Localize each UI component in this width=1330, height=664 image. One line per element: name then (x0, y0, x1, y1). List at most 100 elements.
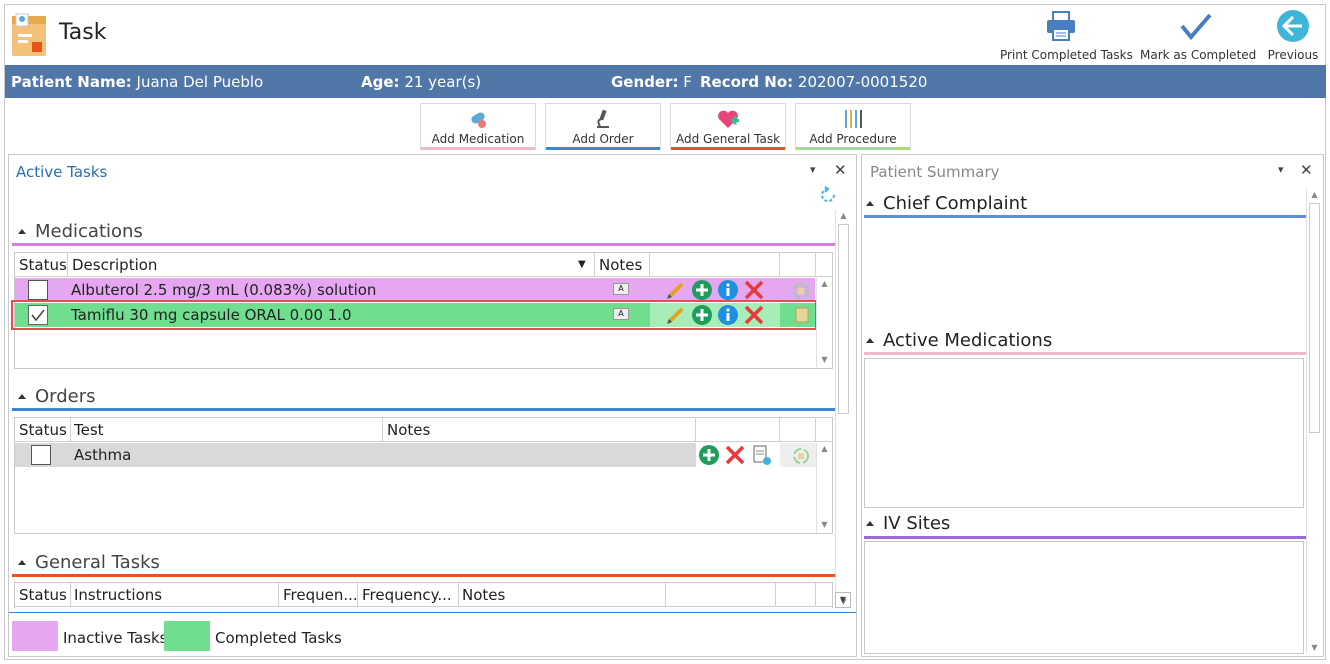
orders-title: Orders (35, 386, 96, 407)
table-row[interactable]: Tamiflu 30 mg capsule ORAL 0.00 1.0 A (15, 303, 815, 327)
edit-pencil-icon[interactable] (665, 304, 687, 330)
col-status[interactable]: Status (19, 586, 67, 604)
medications-header-row: Status Description ▼ Notes (15, 253, 832, 277)
scroll-up-icon[interactable]: ▲ (821, 444, 828, 453)
close-icon[interactable]: ✕ (834, 161, 847, 179)
iv-sites-box (864, 541, 1304, 654)
add-medication-label: Add Medication (431, 132, 525, 146)
status-doc-icon[interactable] (795, 307, 809, 327)
scroll-down-icon[interactable]: ▼ (840, 597, 847, 606)
add-medication-button[interactable]: Add Medication (420, 103, 536, 150)
document-add-icon[interactable] (752, 444, 772, 470)
delete-x-icon[interactable] (743, 279, 765, 305)
delete-x-icon[interactable] (743, 304, 765, 330)
active-tasks-scrollbar[interactable]: ▲ ▼ (835, 210, 851, 608)
add-general-task-button[interactable]: Add General Task (670, 103, 786, 150)
status-checkbox[interactable] (28, 305, 48, 325)
gender-value: F (683, 73, 692, 91)
chief-complaint-header[interactable]: Chief Complaint (862, 193, 1027, 214)
medications-grid: Status Description ▼ Notes Albuterol 2.5… (11, 252, 833, 369)
patient-summary-scrollbar[interactable]: ▲ ▼ (1306, 189, 1322, 654)
pin-icon[interactable]: ▾ (810, 163, 816, 176)
col-description[interactable]: Description (72, 256, 158, 274)
scroll-down-icon[interactable]: ▼ (821, 520, 828, 529)
collapse-icon[interactable] (866, 338, 874, 343)
inactive-legend-swatch (12, 621, 58, 651)
col-instructions[interactable]: Instructions (74, 586, 163, 604)
iv-sites-title: IV Sites (883, 513, 951, 534)
general-tasks-section-header[interactable]: General Tasks (14, 552, 160, 573)
orders-underline (12, 408, 835, 411)
medication-description: Tamiflu 30 mg capsule ORAL 0.00 1.0 (71, 306, 352, 324)
selected-row-highlight (11, 300, 817, 330)
patient-name-value: Juana Del Pueblo (136, 73, 264, 91)
mark-as-completed-button[interactable]: Mark as Completed (1140, 8, 1256, 62)
col-notes[interactable]: Notes (462, 586, 506, 604)
close-icon[interactable]: ✕ (1300, 161, 1313, 179)
col-status[interactable]: Status (19, 256, 67, 274)
iv-sites-header[interactable]: IV Sites (862, 513, 950, 534)
gender-label: Gender: (611, 73, 679, 91)
collapse-icon[interactable] (18, 394, 26, 399)
previous-button[interactable]: Previous (1266, 8, 1320, 62)
table-row[interactable]: Albuterol 2.5 mg/3 mL (0.083%) solution … (15, 278, 815, 302)
age-value: 21 year(s) (404, 73, 482, 91)
collapse-icon[interactable] (18, 229, 26, 234)
add-circle-icon[interactable] (691, 279, 713, 305)
edit-pencil-icon[interactable] (665, 279, 687, 305)
legend-divider (9, 612, 856, 613)
collapse-icon[interactable] (866, 521, 874, 526)
print-completed-tasks-label: Print Completed Tasks (1000, 48, 1133, 62)
delete-x-icon[interactable] (724, 444, 746, 470)
sort-dropdown-icon[interactable]: ▼ (578, 259, 586, 270)
scroll-down-icon[interactable]: ▼ (821, 355, 828, 364)
notes-icon[interactable]: A (613, 283, 629, 295)
collapse-icon[interactable] (866, 201, 874, 206)
col-notes[interactable]: Notes (599, 256, 643, 274)
add-procedure-label: Add Procedure (809, 132, 897, 146)
add-order-button[interactable]: Add Order (545, 103, 661, 150)
scroll-up-icon[interactable]: ▲ (1311, 190, 1318, 199)
previous-label: Previous (1267, 48, 1319, 62)
medications-grid-scrollbar[interactable]: ▲ ▼ (816, 278, 832, 368)
col-status[interactable]: Status (19, 421, 67, 439)
orders-grid-scrollbar[interactable]: ▲ ▼ (816, 443, 832, 533)
add-circle-icon[interactable] (698, 444, 720, 470)
status-checkbox[interactable] (31, 445, 51, 465)
orders-section-header[interactable]: Orders (14, 386, 96, 407)
scroll-down-icon[interactable]: ▼ (1311, 643, 1318, 652)
patient-summary-title: Patient Summary (870, 163, 1000, 181)
scroll-down-icon[interactable]: ▼ (835, 592, 851, 608)
add-circle-icon[interactable] (691, 304, 713, 330)
medications-title: Medications (35, 221, 143, 242)
col-frequency[interactable]: Frequen... (283, 586, 358, 604)
scroll-up-icon[interactable]: ▲ (821, 279, 828, 288)
status-checkbox[interactable] (28, 280, 48, 300)
general-tasks-grid: Status Instructions Frequen... Frequency… (14, 582, 833, 608)
table-row[interactable]: Asthma (15, 443, 816, 470)
info-icon[interactable] (717, 279, 739, 305)
info-icon[interactable] (717, 304, 739, 330)
col-notes[interactable]: Notes (387, 421, 431, 439)
print-completed-tasks-button[interactable]: Print Completed Tasks (1000, 8, 1133, 62)
col-frequency-2[interactable]: Frequency... (362, 586, 452, 604)
back-arrow-icon (1266, 8, 1320, 44)
refresh-icon[interactable] (819, 186, 837, 208)
pin-icon[interactable]: ▾ (1278, 163, 1284, 176)
col-test[interactable]: Test (74, 421, 104, 439)
patient-info-bar: Patient Name: Juana Del Pueblo Age: 21 y… (5, 65, 1326, 98)
status-cycle-icon[interactable] (791, 446, 811, 470)
active-medications-header[interactable]: Active Medications (862, 330, 1052, 351)
add-procedure-button[interactable]: Add Procedure (795, 103, 911, 150)
collapse-icon[interactable] (18, 560, 26, 565)
scroll-up-icon[interactable]: ▲ (840, 211, 847, 220)
order-test: Asthma (74, 446, 132, 464)
medications-section-header[interactable]: Medications (14, 221, 143, 242)
general-tasks-header-row: Status Instructions Frequen... Frequency… (15, 583, 832, 607)
age-label: Age: (361, 73, 400, 91)
microscope-icon (546, 104, 660, 130)
status-cycle-icon[interactable] (791, 281, 811, 305)
notes-icon[interactable]: A (613, 308, 629, 320)
general-tasks-underline (12, 574, 835, 577)
add-order-label: Add Order (572, 132, 634, 146)
